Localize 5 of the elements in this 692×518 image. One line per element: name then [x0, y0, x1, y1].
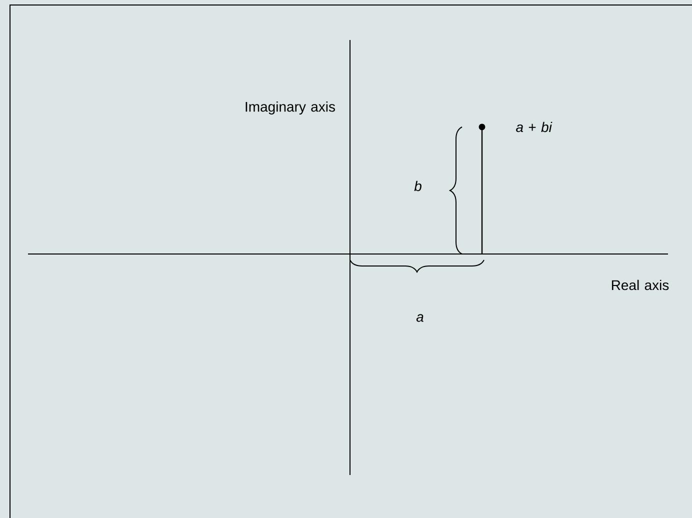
axis-label: Real axis [612, 280, 669, 290]
axis-label: Imaginary axis [246, 101, 335, 115]
brace-label: b [414, 180, 422, 192]
brace-label: a [416, 314, 424, 322]
point-label: a + bi [516, 122, 552, 132]
